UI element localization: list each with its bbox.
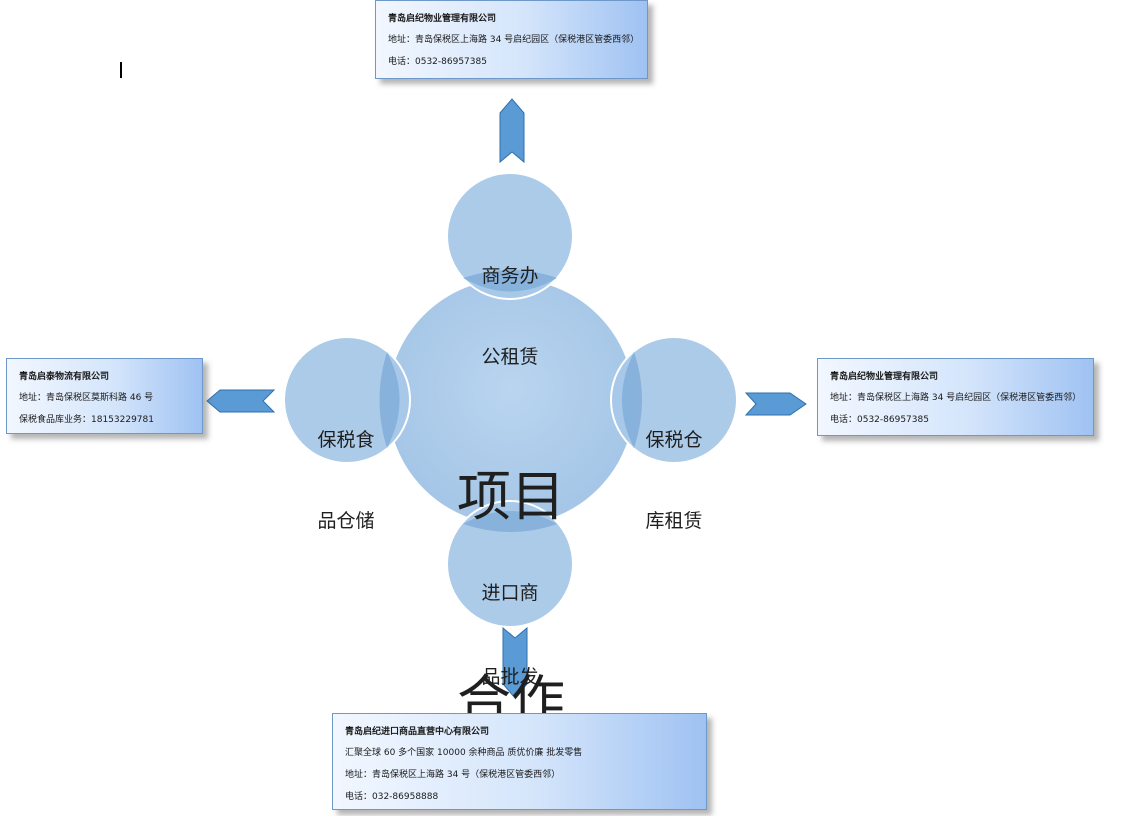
center-title-line1: 项目 [457,465,565,528]
top-overlap [463,270,557,292]
right-box-company: 青岛启纪物业管理有限公司 [830,372,939,382]
bottom-box-company: 青岛启纪进口商品直营中心有限公司 [345,727,490,737]
bottom-circle-line1: 进口商 [481,582,539,604]
right-overlap [622,352,642,448]
right-circle-line1: 保税仓 [645,429,703,451]
left-box-company: 青岛启泰物流有限公司 [19,372,110,382]
right-circle-label: 保税仓 库租赁 [624,373,724,562]
top-circle-line1: 商务办 [481,265,539,287]
top-info-box: 青岛启纪物业管理有限公司 地址：青岛保税区上海路 34 号启纪园区（保税港区管委… [375,0,648,79]
right-circle [610,336,738,464]
left-box-business: 保税食品库业务：18153229781 [19,415,154,425]
top-circle-label: 商务办 公租赁 [460,209,560,398]
right-box-address: 地址：青岛保税区上海路 34 号启纪园区（保税港区管委西邻） [830,393,1082,403]
left-circle-line1: 保税食 [317,429,375,451]
arrow-down [502,626,528,699]
left-overlap [379,352,400,448]
arrow-up [499,98,525,164]
bottom-circle [446,500,574,628]
top-box-address: 地址：青岛保税区上海路 34 号启纪园区（保税港区管委西邻） [388,35,640,45]
bottom-overlap [463,511,557,532]
left-circle-label: 保税食 品仓储 [296,373,396,562]
right-circle-line2: 库租赁 [645,510,703,532]
arrow-left [206,389,276,413]
left-circle [283,336,411,464]
top-box-company: 青岛启纪物业管理有限公司 [388,14,497,24]
right-box-phone: 电话：0532-86957385 [830,415,929,425]
left-circle-line2: 品仓储 [317,510,375,532]
top-circle-line2: 公租赁 [481,346,539,368]
right-info-box: 青岛启纪物业管理有限公司 地址：青岛保税区上海路 34 号启纪园区（保税港区管委… [817,358,1094,436]
left-info-box: 青岛启泰物流有限公司 地址：青岛保税区莫斯科路 46 号 保税食品库业务：181… [6,358,203,434]
bottom-box-address: 地址：青岛保税区上海路 34 号（保税港区管委西邻） [345,770,561,780]
top-circle [446,172,574,300]
bottom-circle-line2: 品批发 [481,666,539,688]
bottom-info-box: 青岛启纪进口商品直营中心有限公司 汇聚全球 60 多个国家 10000 余种商品… [332,713,707,810]
bottom-box-phone: 电话：032-86958888 [345,792,439,802]
top-box-phone: 电话：0532-86957385 [388,57,487,67]
arrow-right [744,392,807,416]
left-box-address: 地址：青岛保税区莫斯科路 46 号 [19,393,154,403]
bottom-box-slogan: 汇聚全球 60 多个国家 10000 余种商品 质优价廉 批发零售 [345,748,583,758]
text-cursor [120,62,122,78]
